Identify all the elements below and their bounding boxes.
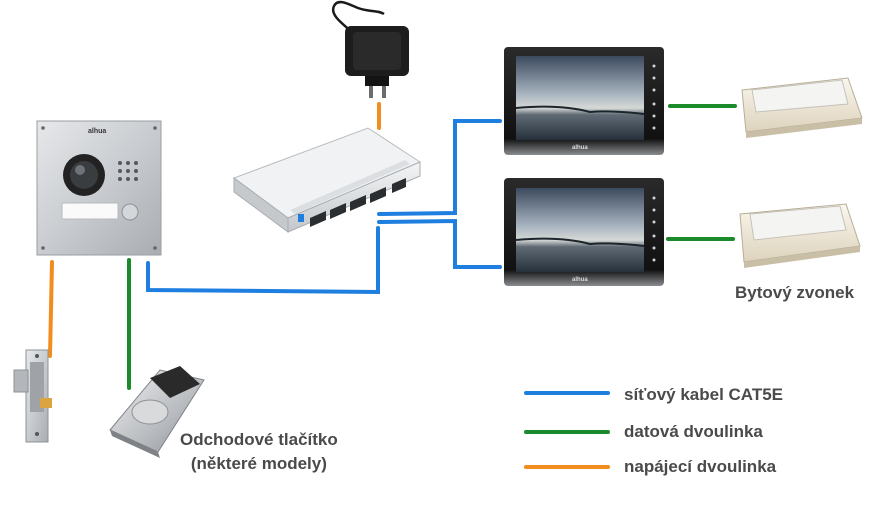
legend-label-network: síťový kabel CAT5E: [624, 385, 784, 404]
wire-network-switch-monitor-1: [377, 119, 502, 216]
monitor-1-brand: alhua: [572, 145, 588, 151]
legend-label-power: napájecí dvoulinka: [624, 457, 777, 476]
exit-button-label-line-1: Odchodové tlačítko: [180, 430, 338, 449]
door-station-brand: alhua: [88, 128, 106, 135]
legend-lines: [524, 391, 610, 469]
exit-button-label-line-2: (některé modely): [190, 454, 327, 473]
doorbell-label: Bytový zvonek: [735, 283, 855, 302]
legend-label-data: datová dvoulinka: [624, 422, 763, 441]
wires: [48, 102, 737, 390]
doorbell-1-icon: [741, 77, 863, 138]
electric-lock-icon: [13, 349, 52, 443]
monitor-2-icon: alhua: [504, 178, 664, 286]
wire-network-door-switch: [146, 226, 380, 295]
monitor-1-icon: alhua: [504, 47, 664, 155]
exit-button-label: Odchodové tlačítko (některé modely): [180, 428, 338, 476]
doorbell-2-icon: [739, 203, 861, 268]
door-station-icon: alhua: [36, 120, 162, 256]
wire-network-switch-monitor-2: [377, 218, 502, 269]
poe-switch-icon: [232, 127, 422, 233]
exit-button-icon: [109, 366, 205, 458]
wire-power-lock: [48, 260, 54, 358]
power-adapter-icon: [331, 0, 409, 98]
monitor-2-brand: alhua: [572, 277, 588, 283]
